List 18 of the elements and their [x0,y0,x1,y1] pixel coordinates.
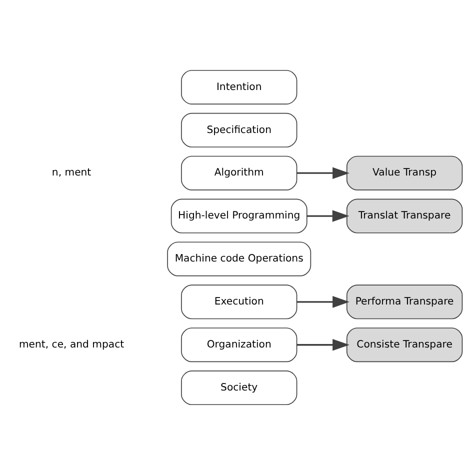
node-box: Algorithm [181,155,298,190]
label: ment, ce, and mpact [18,338,124,350]
arrow [297,338,350,350]
node-box: Performa Transpare [346,284,463,319]
node-box: High-level Programming [170,198,308,233]
node-box: Specification [181,112,298,147]
arrow [297,166,350,178]
node-box: Value Transp [346,155,463,190]
label: n, ment [52,167,92,178]
node-box: Translat Transpare [346,198,463,233]
node-box: Intention [181,69,298,104]
node-box: Execution [181,284,298,319]
node-box: Machine code Operations [167,241,312,276]
arrow [307,210,350,222]
node-box: Consiste Transpare [346,327,463,362]
node-box: Organization [181,327,298,362]
node-box: Society [181,370,298,405]
arrow [297,296,350,308]
